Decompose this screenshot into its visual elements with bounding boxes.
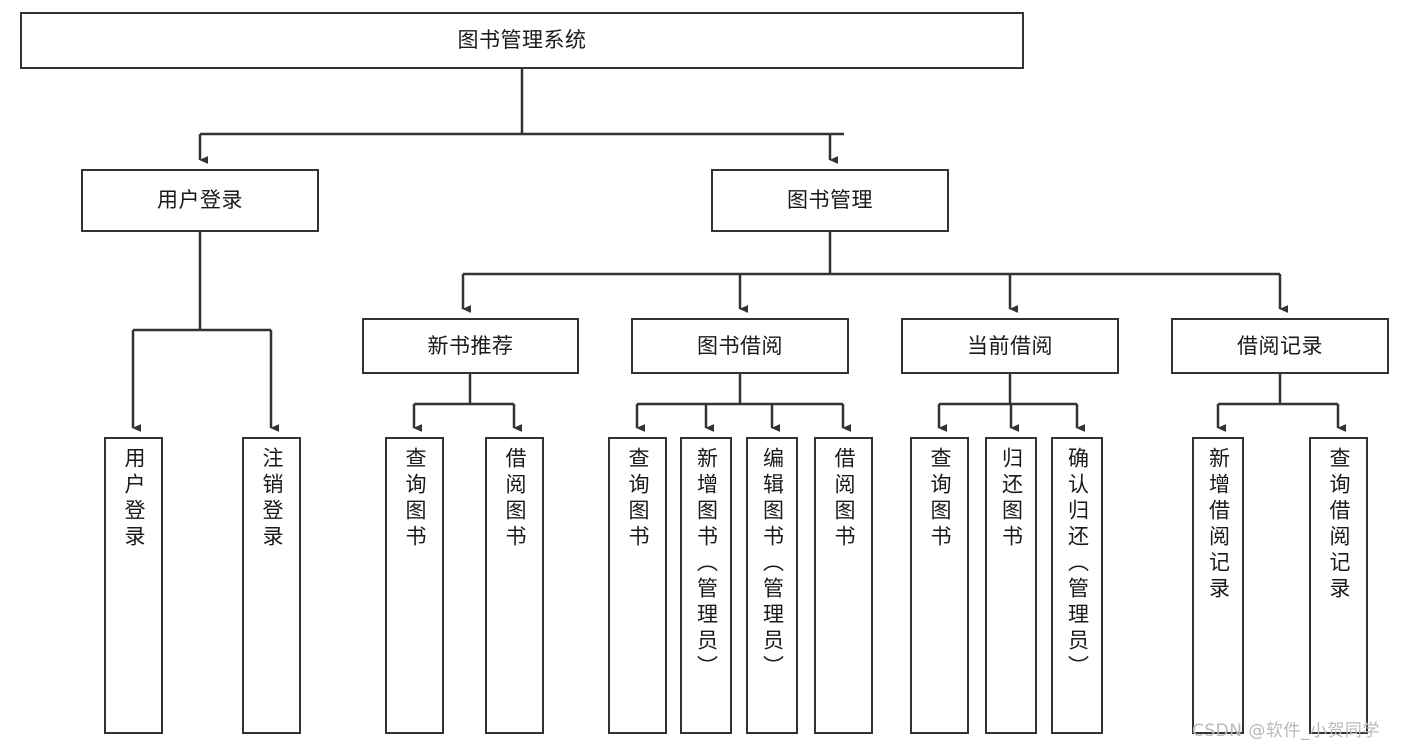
leaf-add-borrow-record[interactable]: 新增借阅记录: [1192, 437, 1244, 734]
leaf-logout-label: 注销登录: [260, 447, 284, 551]
node-current-borrow-label: 当前借阅: [967, 333, 1053, 358]
leaf-edit-book-admin-label: 编辑图书（管理员）: [760, 447, 785, 681]
leaf-user-login[interactable]: 用户登录: [104, 437, 163, 734]
leaf-query-book-borrow-label: 查询图书: [626, 447, 650, 551]
node-new-book-recommend-label: 新书推荐: [427, 333, 514, 358]
leaf-logout[interactable]: 注销登录: [242, 437, 301, 734]
node-book-borrow-label: 图书借阅: [697, 333, 783, 358]
leaf-query-borrow-record[interactable]: 查询借阅记录: [1309, 437, 1368, 734]
leaf-return-book[interactable]: 归还图书: [985, 437, 1037, 734]
leaf-borrow-book[interactable]: 借阅图书: [814, 437, 873, 734]
node-root-label: 图书管理系统: [457, 28, 587, 53]
node-book-management-label: 图书管理: [787, 188, 873, 213]
watermark: CSDN @软件_小贺同学: [1192, 721, 1380, 741]
leaf-edit-book-admin[interactable]: 编辑图书（管理员）: [746, 437, 798, 734]
leaf-query-book-current[interactable]: 查询图书: [910, 437, 969, 734]
leaf-confirm-return-admin-label: 确认归还（管理员）: [1065, 447, 1090, 681]
leaf-borrow-book-newrec[interactable]: 借阅图书: [485, 437, 544, 734]
node-root[interactable]: 图书管理系统: [20, 12, 1024, 69]
leaf-borrow-book-label: 借阅图书: [832, 447, 856, 551]
node-borrow-record[interactable]: 借阅记录: [1171, 318, 1389, 374]
leaf-add-book-admin[interactable]: 新增图书（管理员）: [680, 437, 732, 734]
leaf-borrow-book-newrec-label: 借阅图书: [503, 447, 527, 551]
node-user-login[interactable]: 用户登录: [81, 169, 319, 232]
node-user-login-label: 用户登录: [157, 188, 243, 213]
node-new-book-recommend[interactable]: 新书推荐: [362, 318, 579, 374]
leaf-add-borrow-record-label: 新增借阅记录: [1206, 447, 1231, 603]
leaf-add-book-admin-label: 新增图书（管理员）: [694, 447, 719, 681]
leaf-query-book-newrec-label: 查询图书: [403, 447, 427, 551]
node-current-borrow[interactable]: 当前借阅: [901, 318, 1119, 374]
leaf-query-borrow-record-label: 查询借阅记录: [1327, 447, 1351, 603]
leaf-confirm-return-admin[interactable]: 确认归还（管理员）: [1051, 437, 1103, 734]
node-borrow-record-label: 借阅记录: [1237, 333, 1323, 358]
leaf-user-login-label: 用户登录: [122, 447, 146, 551]
leaf-query-book-current-label: 查询图书: [928, 447, 952, 551]
node-book-borrow[interactable]: 图书借阅: [631, 318, 849, 374]
leaf-query-book-borrow[interactable]: 查询图书: [608, 437, 667, 734]
leaf-return-book-label: 归还图书: [999, 447, 1024, 551]
node-book-management[interactable]: 图书管理: [711, 169, 949, 232]
leaf-query-book-newrec[interactable]: 查询图书: [385, 437, 444, 734]
